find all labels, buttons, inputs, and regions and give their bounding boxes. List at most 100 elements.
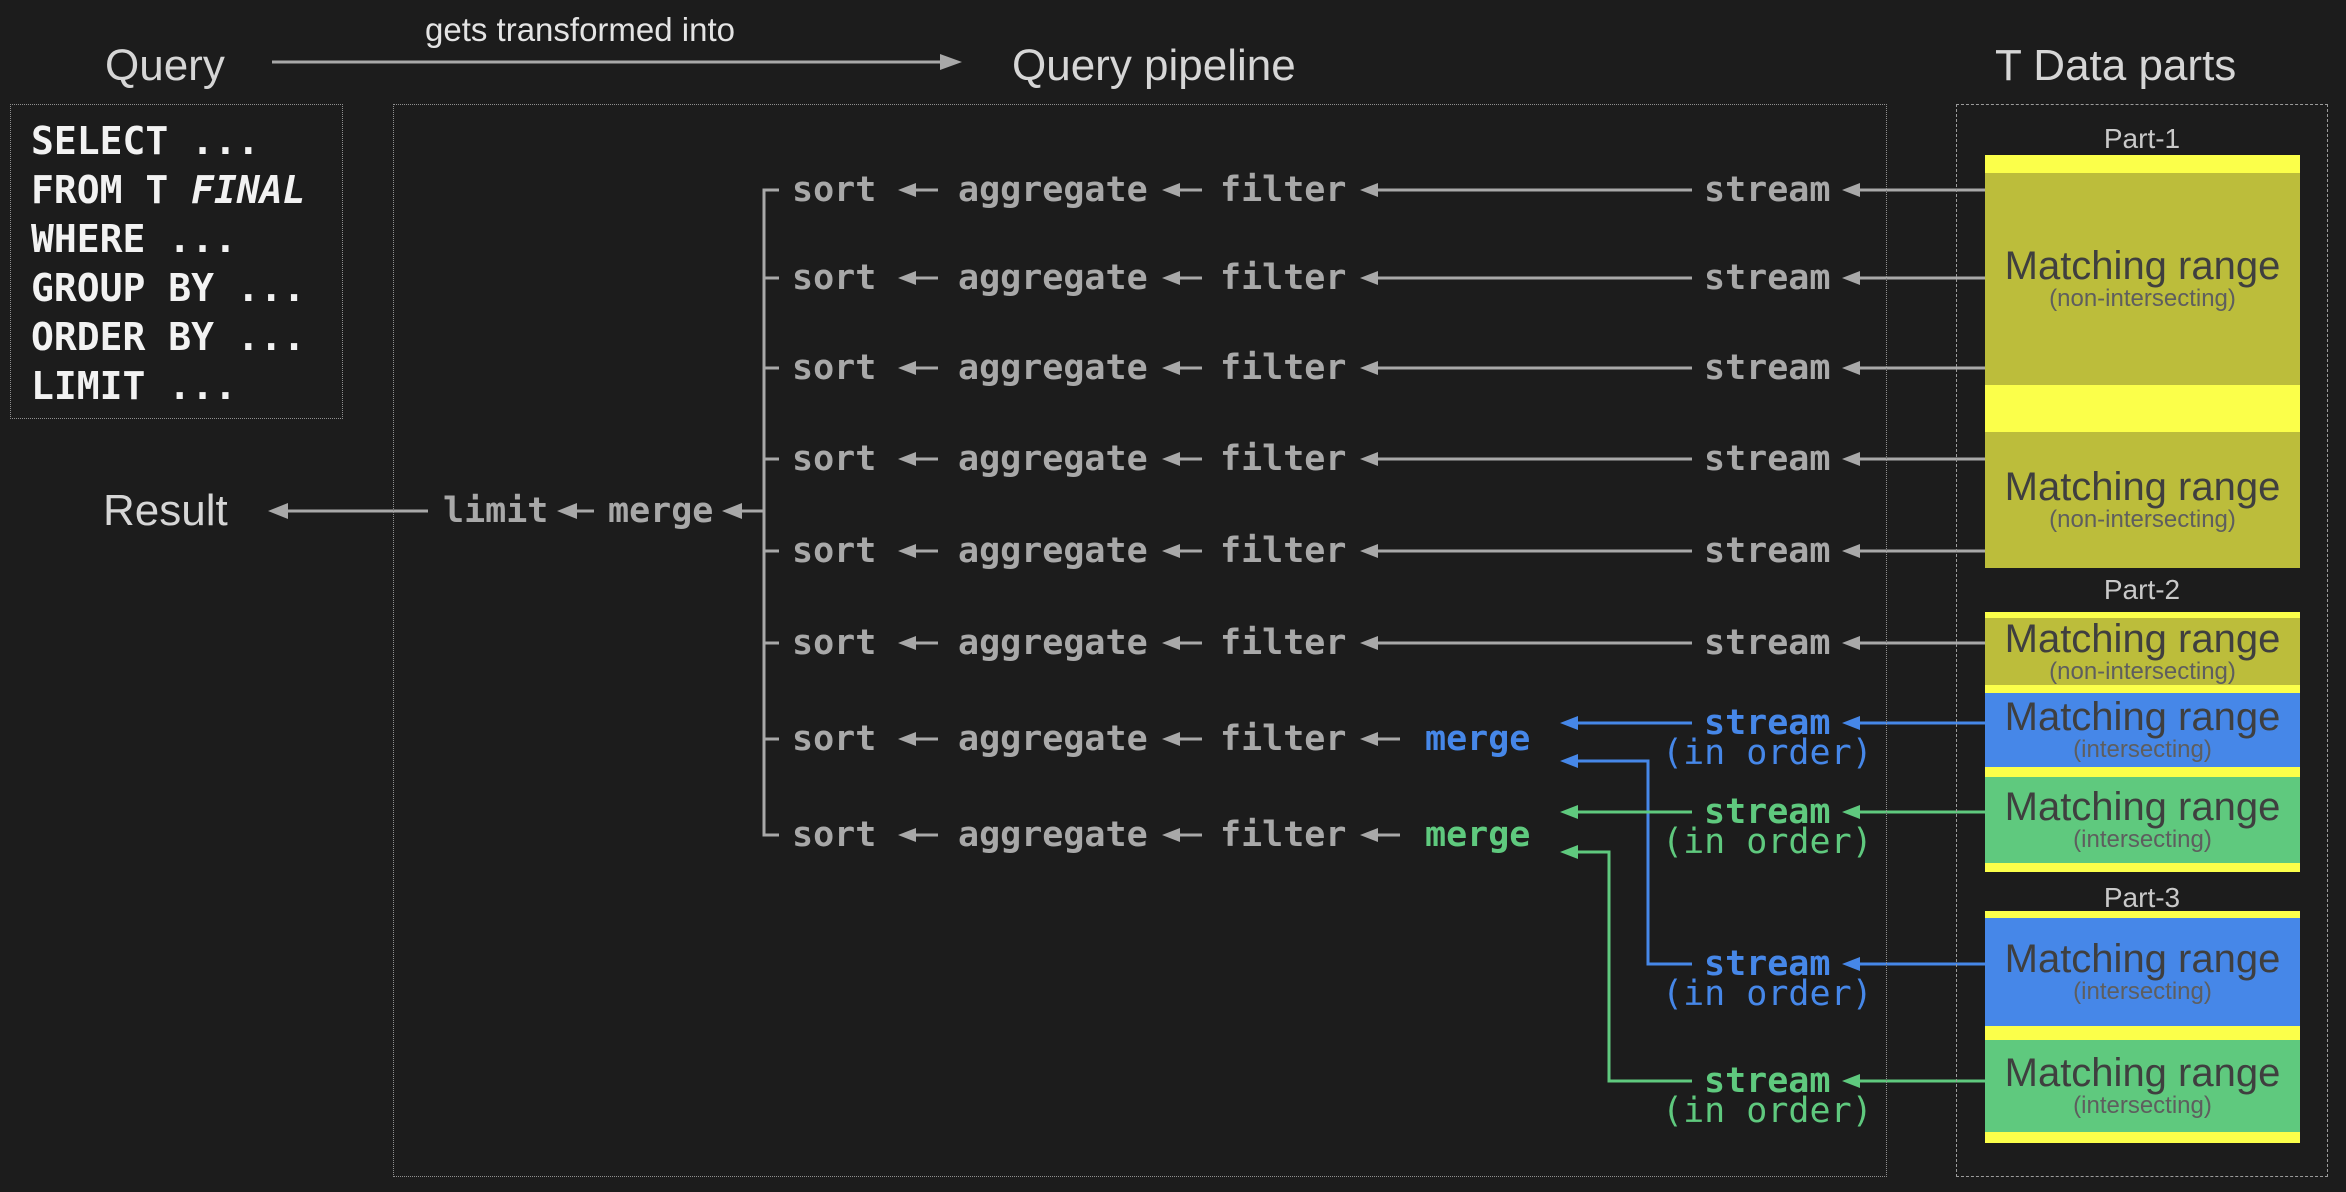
- filter-stage: filter: [1220, 623, 1347, 663]
- matching-range-caption: (non-intersecting): [2049, 657, 2236, 685]
- part-1-label: Part-1: [2103, 123, 2181, 154]
- query-pipeline-box: [393, 104, 1887, 1177]
- stream-label: stream: [1704, 439, 1831, 479]
- blue-arrowheads: [1560, 716, 1860, 971]
- matching-range-block-intersecting: Matching range (intersecting): [1985, 918, 2300, 1026]
- matching-range-block: Matching range (non-intersecting): [1985, 432, 2300, 568]
- matching-range-block-intersecting: Matching range (intersecting): [1985, 1040, 2300, 1132]
- data-part-3: Matching range (intersecting) Matching r…: [1985, 911, 2300, 1143]
- stream-label: stream: [1704, 258, 1831, 298]
- filter-stage: filter: [1220, 719, 1347, 759]
- sort-stage: sort: [792, 815, 877, 855]
- sort-stage: sort: [792, 623, 877, 663]
- aggregate-stage: aggregate: [958, 439, 1148, 479]
- sql-line-select: SELECT ...: [31, 119, 260, 163]
- matching-range-caption: (intersecting): [2073, 1092, 2212, 1119]
- non-matching-stripe: [1985, 385, 2300, 432]
- matching-range-label: Matching range: [2004, 937, 2281, 981]
- filter-stage: filter: [1220, 348, 1347, 388]
- green-arrowheads: [1560, 805, 1860, 1088]
- green-flow-lines: [1574, 810, 1985, 1083]
- aggregate-stage: aggregate: [958, 258, 1148, 298]
- matching-range-label: Matching range: [2004, 695, 2281, 739]
- data-parts-title: T Data parts: [1995, 41, 2237, 90]
- filter-stage: filter: [1220, 170, 1347, 210]
- sql-line-groupby: GROUP BY ...: [31, 266, 306, 310]
- aggregate-stage: aggregate: [958, 531, 1148, 571]
- non-matching-stripe: [1985, 155, 2300, 173]
- gray-arrowheads: [268, 54, 1860, 842]
- stream-label-green: stream: [1704, 792, 1831, 832]
- non-matching-stripe: [1985, 1132, 2300, 1143]
- result-label: Result: [103, 486, 228, 535]
- matching-range-block: Matching range (non-intersecting): [1985, 618, 2300, 685]
- non-matching-stripe: [1985, 911, 2300, 918]
- matching-range-block-intersecting: Matching range (intersecting): [1985, 693, 2300, 767]
- matching-range-label: Matching range: [2004, 465, 2281, 509]
- sql-line-limit: LIMIT ...: [31, 364, 237, 408]
- matching-range-block-intersecting: Matching range (intersecting): [1985, 777, 2300, 863]
- sql-line-orderby: ORDER BY ...: [31, 315, 306, 359]
- matching-range-label: Matching range: [2004, 616, 2281, 661]
- data-part-2: Matching range (non-intersecting) Matchi…: [1985, 612, 2300, 872]
- data-parts-box: [1956, 104, 2328, 1177]
- blue-flow-lines: [1574, 721, 1985, 966]
- filter-stage: filter: [1220, 258, 1347, 298]
- filter-stage: filter: [1220, 531, 1347, 571]
- stream-label: stream: [1704, 348, 1831, 388]
- non-matching-stripe: [1985, 612, 2300, 618]
- stream-in-order-blue: (in order): [1662, 733, 1873, 773]
- transform-arrow-label: gets transformed into: [425, 11, 735, 48]
- matching-range-label: Matching range: [2004, 785, 2281, 829]
- sql-from-prefix: FROM T: [31, 168, 192, 212]
- matching-range-block: Matching range (non-intersecting): [1985, 173, 2300, 385]
- stream-in-order-green-lower: (in order): [1662, 1091, 1873, 1131]
- non-matching-stripe: [1985, 1026, 2300, 1040]
- matching-range-caption: (intersecting): [2073, 736, 2212, 763]
- non-matching-stripe: [1985, 767, 2300, 777]
- stream-label: stream: [1704, 170, 1831, 210]
- data-part-1: Matching range (non-intersecting) Matchi…: [1985, 155, 2300, 568]
- merge-stage-green: merge: [1425, 815, 1531, 855]
- stream-in-order-green: (in order): [1662, 822, 1873, 862]
- pipeline-title: Query pipeline: [1012, 41, 1296, 90]
- part-2-label: Part-2: [2103, 574, 2181, 605]
- stream-label-blue-lower: stream: [1704, 944, 1831, 984]
- merge-stage: merge: [608, 491, 714, 531]
- stream-in-order-blue-lower: (in order): [1662, 974, 1873, 1014]
- matching-range-label: Matching range: [2004, 244, 2281, 288]
- gray-flow-lines: [272, 60, 1985, 837]
- sort-stage: sort: [792, 439, 877, 479]
- aggregate-stage: aggregate: [958, 170, 1148, 210]
- sort-stage: sort: [792, 170, 877, 210]
- sort-stage: sort: [792, 258, 877, 298]
- stream-label-green-lower: stream: [1704, 1061, 1831, 1101]
- matching-range-caption: (intersecting): [2073, 826, 2212, 853]
- aggregate-stage: aggregate: [958, 815, 1148, 855]
- stream-label: stream: [1704, 623, 1831, 663]
- sort-stage: sort: [792, 719, 877, 759]
- matching-range-caption: (non-intersecting): [2049, 285, 2236, 312]
- part-3-label: Part-3: [2103, 882, 2181, 913]
- sql-line-from: FROM T FINAL: [31, 166, 342, 215]
- sql-final-keyword: FINAL: [191, 168, 306, 212]
- filter-stage: filter: [1220, 439, 1347, 479]
- sort-stage: sort: [792, 348, 877, 388]
- stream-label-blue: stream: [1704, 703, 1831, 743]
- matching-range-caption: (non-intersecting): [2049, 506, 2236, 533]
- non-matching-stripe: [1985, 685, 2300, 693]
- stream-label: stream: [1704, 531, 1831, 571]
- matching-range-label: Matching range: [2004, 1051, 2281, 1095]
- matching-range-caption: (intersecting): [2073, 978, 2212, 1005]
- merge-stage-blue: merge: [1425, 719, 1531, 759]
- aggregate-stage: aggregate: [958, 623, 1148, 663]
- sql-line-where: WHERE ...: [31, 217, 237, 261]
- filter-stage: filter: [1220, 815, 1347, 855]
- sort-stage: sort: [792, 531, 877, 571]
- limit-stage: limit: [443, 491, 549, 531]
- query-sql-box: SELECT ... FROM T FINAL WHERE ... GROUP …: [10, 104, 343, 419]
- non-matching-stripe: [1985, 863, 2300, 872]
- aggregate-stage: aggregate: [958, 719, 1148, 759]
